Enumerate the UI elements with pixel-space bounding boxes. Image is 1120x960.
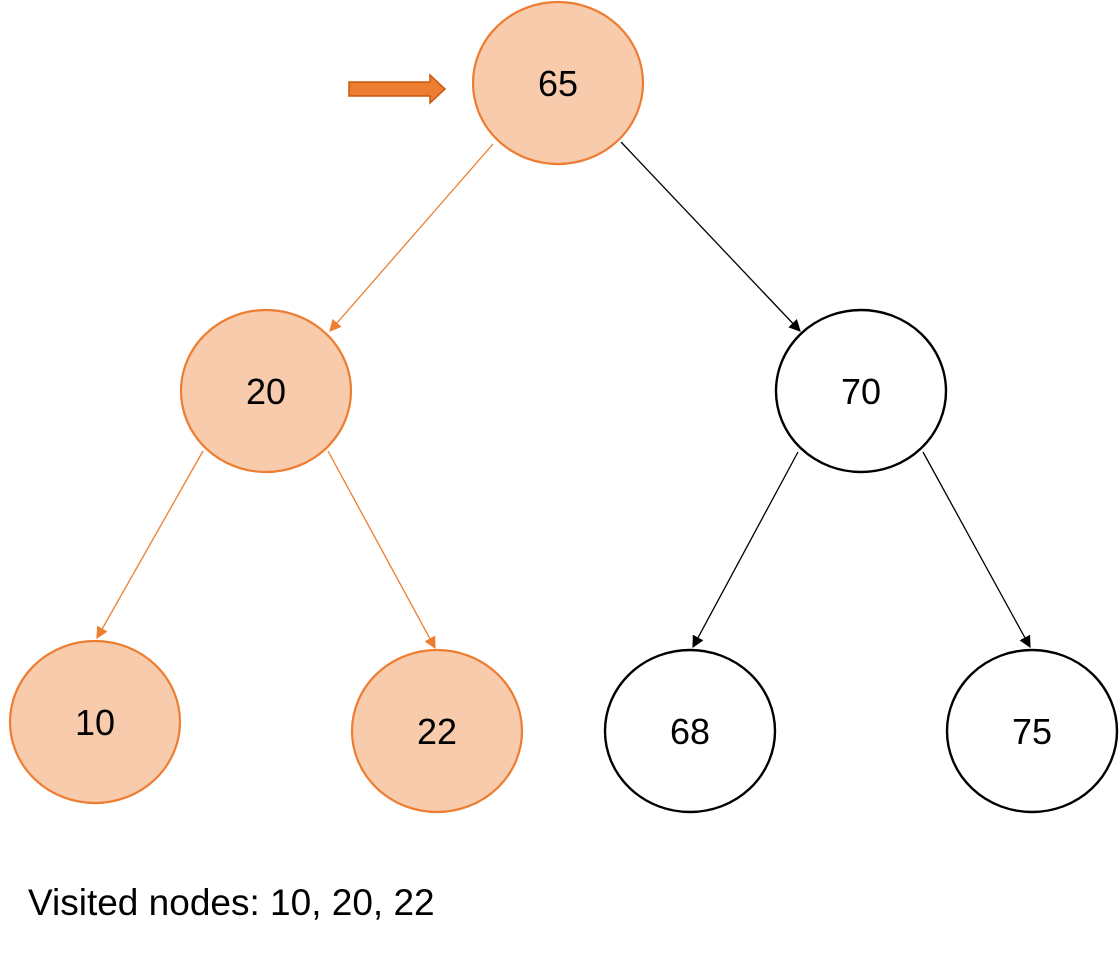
node-circle-20 bbox=[179, 308, 353, 474]
node-circle-22 bbox=[350, 648, 524, 814]
node-label-70: 70 bbox=[841, 371, 881, 412]
node-label-68: 68 bbox=[670, 711, 710, 752]
node-label-20: 20 bbox=[246, 371, 286, 412]
edge-20-to-22 bbox=[327, 450, 436, 650]
pointer-layer bbox=[348, 73, 447, 105]
node-circle-70 bbox=[774, 308, 948, 474]
tree-node-65: 65 bbox=[471, 0, 645, 166]
node-label-65: 65 bbox=[538, 63, 578, 104]
edges-layer bbox=[96, 141, 1031, 650]
visited-nodes-caption: Visited nodes: 10, 20, 22 bbox=[28, 882, 435, 923]
edge-70-to-68 bbox=[692, 451, 799, 649]
node-circle-65 bbox=[471, 0, 645, 166]
node-circle-75 bbox=[945, 648, 1119, 814]
current-node-pointer-arrow-icon bbox=[348, 73, 447, 105]
tree-node-68: 68 bbox=[603, 648, 777, 814]
edge-20-to-10 bbox=[96, 450, 204, 640]
tree-node-70: 70 bbox=[774, 308, 948, 474]
tree-node-10: 10 bbox=[8, 639, 182, 805]
node-label-22: 22 bbox=[417, 711, 457, 752]
node-circle-68 bbox=[603, 648, 777, 814]
node-label-75: 75 bbox=[1012, 711, 1052, 752]
nodes-layer: 65 20 70 10 22 68 75 bbox=[8, 0, 1119, 814]
node-circle-10 bbox=[8, 639, 182, 805]
tree-node-22: 22 bbox=[350, 648, 524, 814]
node-label-10: 10 bbox=[75, 702, 115, 743]
edge-65-to-70 bbox=[620, 141, 801, 332]
tree-node-20: 20 bbox=[179, 308, 353, 474]
edge-70-to-75 bbox=[922, 451, 1031, 649]
tree-node-75: 75 bbox=[945, 648, 1119, 814]
edge-65-to-20 bbox=[329, 143, 494, 332]
